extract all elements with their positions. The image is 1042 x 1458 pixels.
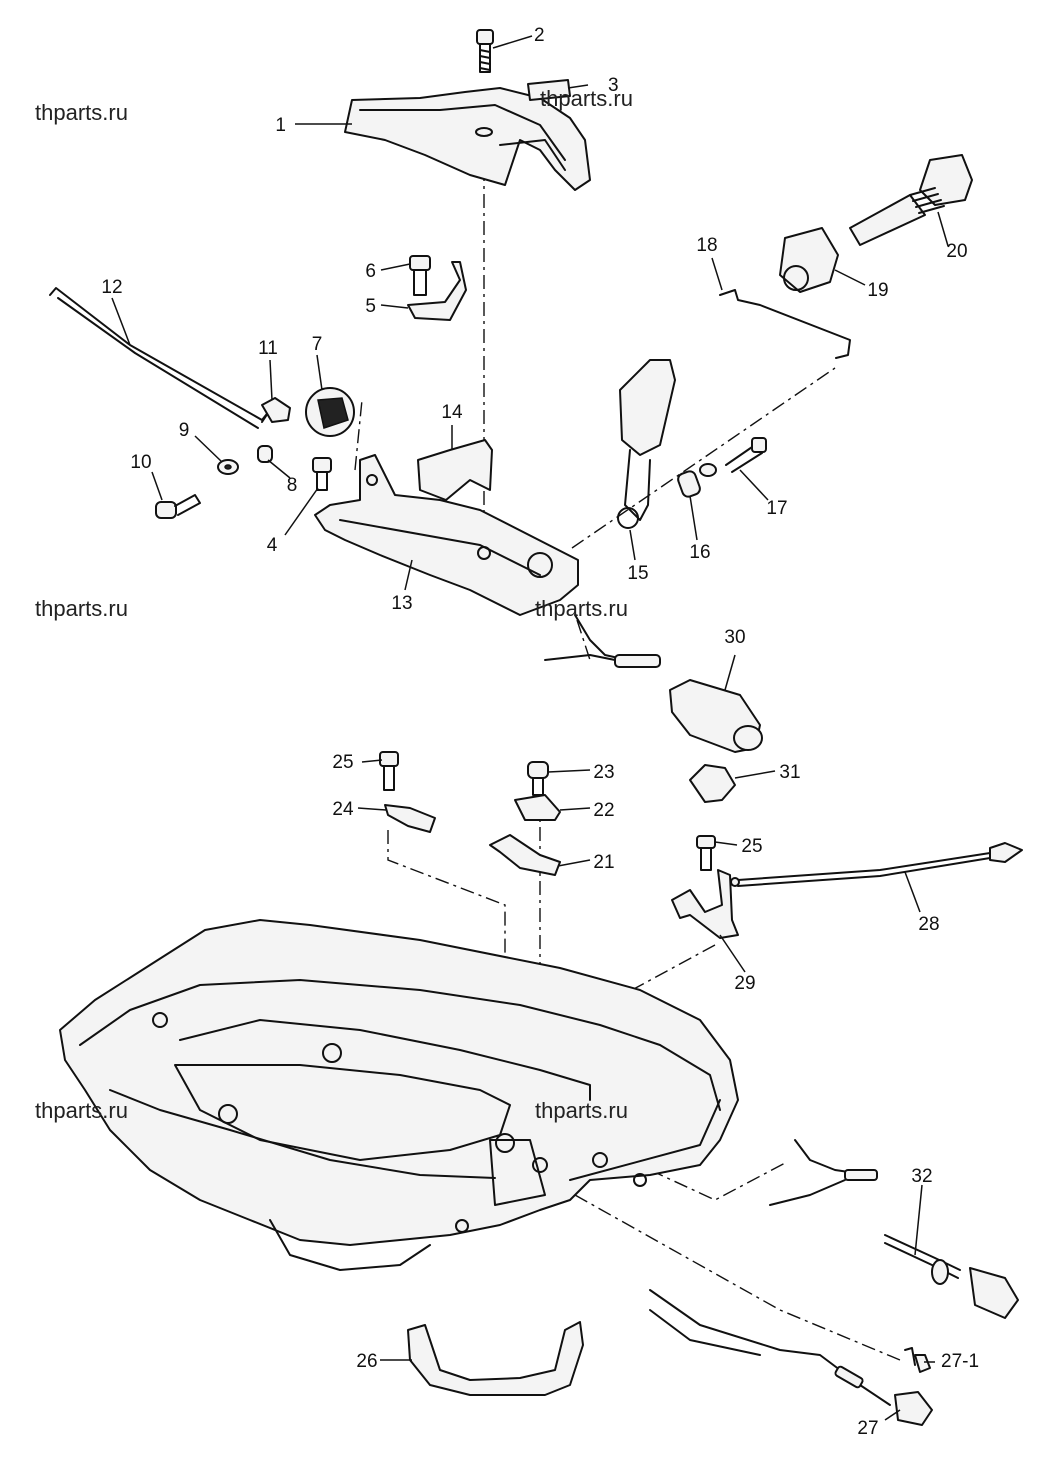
part-8-collar (257, 445, 273, 463)
callout-3: 3 (608, 75, 619, 96)
callout-31: 31 (779, 762, 800, 783)
part-14-plate (417, 439, 493, 501)
watermark-text: thparts.ru (540, 86, 633, 111)
part-10-bolt (155, 494, 201, 519)
callout-24: 24 (332, 799, 354, 820)
watermark-text: thparts.ru (35, 100, 128, 125)
part-19-lock-housing (779, 227, 839, 293)
callout-27-1: 27-1 (941, 1351, 979, 1372)
callout-23: 23 (593, 762, 614, 783)
callout-26: 26 (356, 1351, 377, 1372)
watermark-text: thparts.ru (535, 596, 628, 621)
part-18-rod (719, 289, 851, 359)
leader-lines (111, 35, 949, 1421)
callout-29: 29 (734, 973, 755, 994)
callout-15: 15 (627, 563, 648, 584)
part-5-bracket (407, 261, 467, 321)
part-9-washer (217, 459, 239, 475)
part-32-switch (769, 1139, 1019, 1319)
part-21-bracket (489, 834, 561, 876)
callout-19: 19 (867, 280, 888, 301)
part-22-plate (514, 794, 561, 821)
callout-28: 28 (918, 914, 939, 935)
callout-32: 32 (911, 1166, 932, 1187)
callout-22: 22 (593, 800, 614, 821)
callout-25-left: 25 (332, 752, 353, 773)
callout-12: 12 (101, 277, 122, 298)
callout-4: 4 (267, 535, 278, 556)
part-3-label-plate (527, 79, 571, 101)
callout-1: 1 (275, 115, 286, 136)
callout-11: 11 (258, 338, 278, 359)
callout-16: 16 (689, 542, 710, 563)
part-12-link-rod (49, 287, 271, 429)
callout-5: 5 (365, 296, 376, 317)
part-11-clip (261, 397, 291, 423)
callout-9: 9 (179, 420, 190, 441)
callout-10: 10 (130, 452, 151, 473)
callout-17: 17 (766, 498, 787, 519)
watermark-text: thparts.ru (535, 1098, 628, 1123)
part-25-screw-right (696, 835, 716, 871)
callout-14: 14 (441, 402, 463, 423)
part-27-switch (649, 1289, 933, 1426)
callout-25-right: 25 (741, 836, 762, 857)
watermarks: thparts.ru thparts.ru thparts.ru thparts… (35, 86, 633, 1123)
part-26-strap (407, 1321, 584, 1396)
watermark-text: thparts.ru (35, 1098, 128, 1123)
part-15-shift-lever (617, 359, 676, 529)
callout-6: 6 (365, 261, 376, 282)
callout-7: 7 (312, 334, 323, 355)
part-17-bolt (699, 437, 767, 477)
callout-labels: 1 2 3 6 5 12 11 7 9 10 8 4 14 13 15 16 1… (101, 25, 979, 1439)
part-1-top-cover (344, 87, 591, 191)
callout-8: 8 (287, 475, 298, 496)
part-28-cable (730, 842, 1023, 887)
watermark-text: thparts.ru (35, 596, 128, 621)
part-30-solenoid (544, 614, 763, 753)
part-25-screw-left (379, 751, 399, 791)
part-31-holder (689, 764, 736, 803)
callout-20: 20 (946, 241, 967, 262)
part-2-screw (476, 29, 494, 73)
callout-27: 27 (857, 1418, 878, 1439)
callout-2: 2 (534, 25, 545, 46)
part-27-1-clip (904, 1347, 931, 1373)
part-16-collar (677, 470, 701, 498)
part-13-lever-housing (314, 454, 579, 616)
callout-18: 18 (696, 235, 717, 256)
callout-30: 30 (724, 627, 745, 648)
part-4-bolt (312, 457, 332, 491)
part-20-lock-cylinder (849, 154, 973, 246)
part-24-plate (384, 804, 436, 833)
callout-13: 13 (391, 593, 412, 614)
part-7-cam (305, 387, 355, 437)
bottom-cowling (59, 919, 739, 1271)
part-23-screw (527, 761, 549, 796)
part-29-bracket (671, 869, 739, 939)
part-6-screw (409, 255, 431, 296)
callout-21: 21 (593, 852, 614, 873)
